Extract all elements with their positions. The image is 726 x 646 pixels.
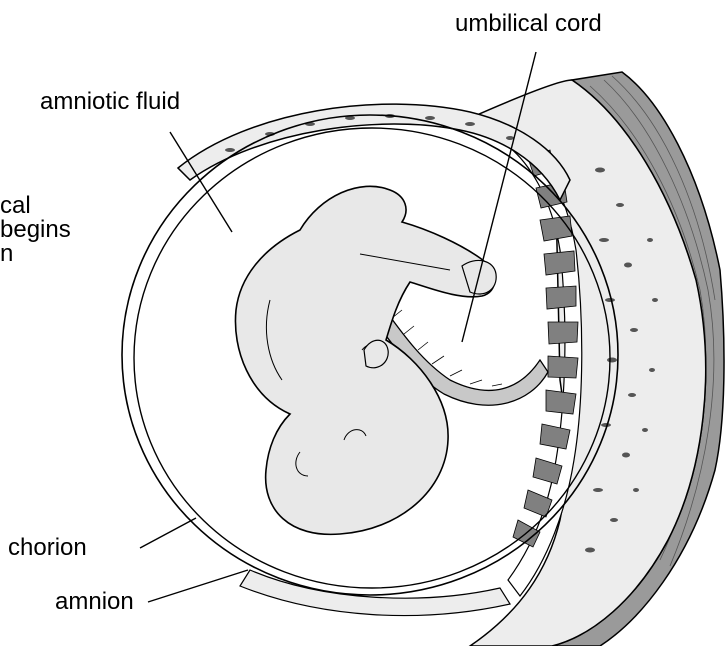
umbilical-cord-label: umbilical cord [455,10,602,38]
cut-off-line-2: begins [0,218,71,242]
cut-off-line-3: n [0,242,71,266]
amniotic-fluid-label: amniotic fluid [40,88,180,116]
amnion-label: amnion [55,588,134,616]
cut-off-line-1: cal [0,194,71,218]
lower-tissue [240,570,510,616]
cut-off-label: cal begins n [0,194,71,266]
umbilical-cord-leader [462,52,536,342]
chorion-leader [140,518,196,548]
chorion-label: chorion [8,534,87,562]
amnion-leader [148,570,248,602]
